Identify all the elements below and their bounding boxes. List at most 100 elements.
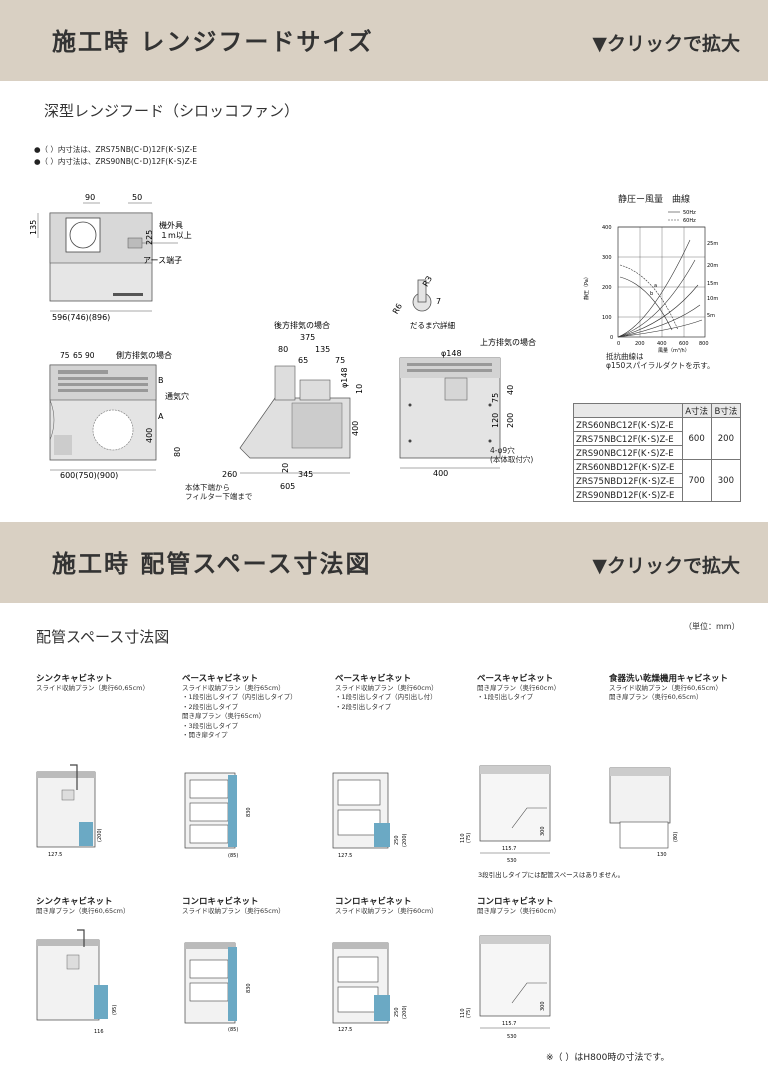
dim-65: 65 [298, 356, 308, 365]
base-note: 3段引出しタイプには配管スペースはありません。 [478, 871, 625, 879]
cabinet-block: コンロキャビネット 開き扉プラン（奥行60cm） [477, 895, 560, 916]
dim-75: 75 [491, 393, 500, 403]
dim-10: 10 [355, 384, 364, 394]
cabinet-title: ベースキャビネット [182, 674, 259, 684]
dim-r6: R6 [392, 302, 404, 316]
cabinet-drawing: 127.5 250 (200) [332, 772, 408, 859]
dim-400: 400 [351, 421, 360, 436]
dim: 127.5 [338, 853, 352, 859]
dim: 250 [394, 835, 400, 845]
dim: 300 [540, 826, 546, 836]
dim-90: 90 [85, 351, 95, 360]
cabinet-block: コンロキャビネット スライド収納プラン（奥行60cm） [335, 895, 438, 916]
cabinet-drawing: 127.5 (200) [36, 764, 103, 858]
label-rear-exhaust: 後方排気の場合 [274, 320, 330, 330]
section-header-hood: 施工時 レンジフードサイズ ▼クリックで拡大 [0, 0, 768, 81]
zoom-link[interactable]: ▼クリックで拡大 [592, 555, 740, 577]
dim-135: 135 [29, 220, 38, 235]
dim-345: 345 [298, 470, 313, 479]
dim: (85) [228, 1027, 238, 1033]
dim-A: A [158, 412, 164, 421]
dim-400: 400 [145, 428, 154, 443]
curve-b: b [650, 291, 653, 297]
cabinet-desc: スライド収納プラン（奥行65cm） [182, 907, 285, 915]
holes-note: 4-φ9穴 (本体取付穴) [490, 446, 534, 464]
x-axis-label: 風量（m³/h） [658, 347, 690, 354]
label-earth: アース端子 [143, 255, 182, 265]
cabinet-desc: 開き扉プラン（奥行60cm） ・1段引出しタイプ [477, 684, 561, 702]
res-15m: 15m [707, 281, 718, 287]
model-cell: ZRS60NBC12F(K･S)Z-E [573, 417, 683, 432]
a-value: 700 [681, 459, 712, 502]
cabinet-title: コンロキャビネット [335, 897, 412, 907]
filter-note: 本体下端から フィルター下端まで [185, 483, 253, 501]
dim-B: B [158, 376, 164, 385]
section-title: 施工時 レンジフードサイズ [52, 28, 374, 56]
dim-375: 375 [300, 333, 315, 342]
cabinet-block: ベースキャビネット 開き扉プラン（奥行60cm） ・1段引出しタイプ [477, 672, 560, 703]
dim: 127.5 [338, 1027, 352, 1033]
section-title: 施工時 配管スペース寸法図 [52, 550, 372, 578]
hood-back-view: 上方排気の場合 φ148 40 75 120 200 400 [399, 337, 536, 478]
y-axis-label: 静圧（Pa） [583, 274, 590, 300]
dim: 530 [507, 858, 517, 864]
dim: 250 [394, 1007, 400, 1017]
legend-50hz: 50Hz [683, 210, 696, 216]
ytick-200: 200 [602, 285, 612, 291]
dim: 530 [507, 1034, 517, 1040]
dim-400: 400 [433, 469, 448, 478]
cabinet-drawing: 110 (75) 115.7 530 300 [460, 935, 551, 1040]
table-header [573, 403, 683, 418]
cabinet-title: ベースキャビネット [335, 674, 412, 684]
ytick-300: 300 [602, 255, 612, 261]
footer-note: ※（ ）はH800時の寸法です。 [546, 1053, 670, 1063]
model-cell: ZRS75NBC12F(K･S)Z-E [573, 431, 683, 446]
cabinet-desc: スライド収納プラン（奥行60,65cm） [36, 684, 150, 692]
dim: 110 [460, 833, 466, 843]
cabinet-block: 食器洗い乾燥機用キャビネット スライド収納プラン（奥行60,65cm） 開き扉プ… [609, 672, 728, 703]
zoom-link[interactable]: ▼クリックで拡大 [592, 33, 740, 55]
cabinet-block: ベースキャビネット スライド収納プラン（奥行65cm） ・1段引出しタイプ（内引… [182, 672, 297, 741]
dim-width: 596(746)(896) [52, 313, 110, 322]
dim: (95) [112, 1005, 118, 1015]
dim: (200) [97, 829, 103, 842]
dim-90: 90 [85, 193, 95, 202]
cabinet-block: ベースキャビネット スライド収納プラン（奥行60cm） ・1段引出しタイプ（内引… [335, 672, 438, 712]
label-side-exhaust: 側方排気の場合 [116, 350, 172, 360]
label-kigaigu: 機外具 [159, 220, 183, 230]
pressure-curve-chart: 50Hz 60Hz 400 300 200 100 0 0 200 400 60… [583, 210, 718, 354]
cabinet-drawing: 110 (75) 115.7 530 300 [460, 765, 551, 864]
dim-50: 50 [132, 193, 142, 202]
model-cell: ZRS90NBD12F(K･S)Z-E [573, 487, 683, 502]
dim: 110 [460, 1008, 466, 1018]
dim: 130 [657, 852, 667, 858]
res-20m: 20m [707, 263, 718, 269]
curve-title: 静圧ー風量 曲線 [618, 195, 691, 205]
piping-subtitle: 配管スペース寸法図 [36, 628, 170, 646]
cabinet-title: 食器洗い乾燥機用キャビネット [609, 674, 729, 684]
dim-phi148: φ148 [340, 367, 349, 388]
dim-200: 200 [506, 413, 515, 428]
table-header-b: B寸法 [710, 403, 742, 418]
a-value: 600 [681, 417, 712, 460]
dim: 300 [540, 1001, 546, 1011]
b-value: 200 [710, 417, 742, 460]
dim: 127.5 [48, 852, 62, 858]
dim-20: 20 [281, 463, 290, 473]
hood-side-view: 後方排気の場合 375 80 135 65 75 φ148 10 400 260… [222, 320, 364, 491]
dim-225: 225 [145, 230, 154, 245]
dim-80: 80 [278, 345, 288, 354]
dim: 830 [246, 807, 252, 817]
note-90: ●（ ）内寸法は、ZRS90NB(C･D)12F(K･S)Z-E [34, 157, 198, 166]
xtick-0: 0 [617, 341, 620, 347]
cabinet-title: シンクキャビネット [36, 674, 113, 684]
dim-width: 600(750)(900) [60, 471, 118, 480]
xtick-800: 800 [699, 341, 709, 347]
xtick-400: 400 [657, 341, 667, 347]
dim: 116 [94, 1029, 104, 1035]
dim-605: 605 [280, 482, 295, 491]
cabinet-drawing: 830 (85) [184, 942, 252, 1033]
dim-40: 40 [506, 385, 515, 395]
table-header-a: A寸法 [681, 403, 712, 418]
res-5m: 5m [707, 313, 715, 319]
